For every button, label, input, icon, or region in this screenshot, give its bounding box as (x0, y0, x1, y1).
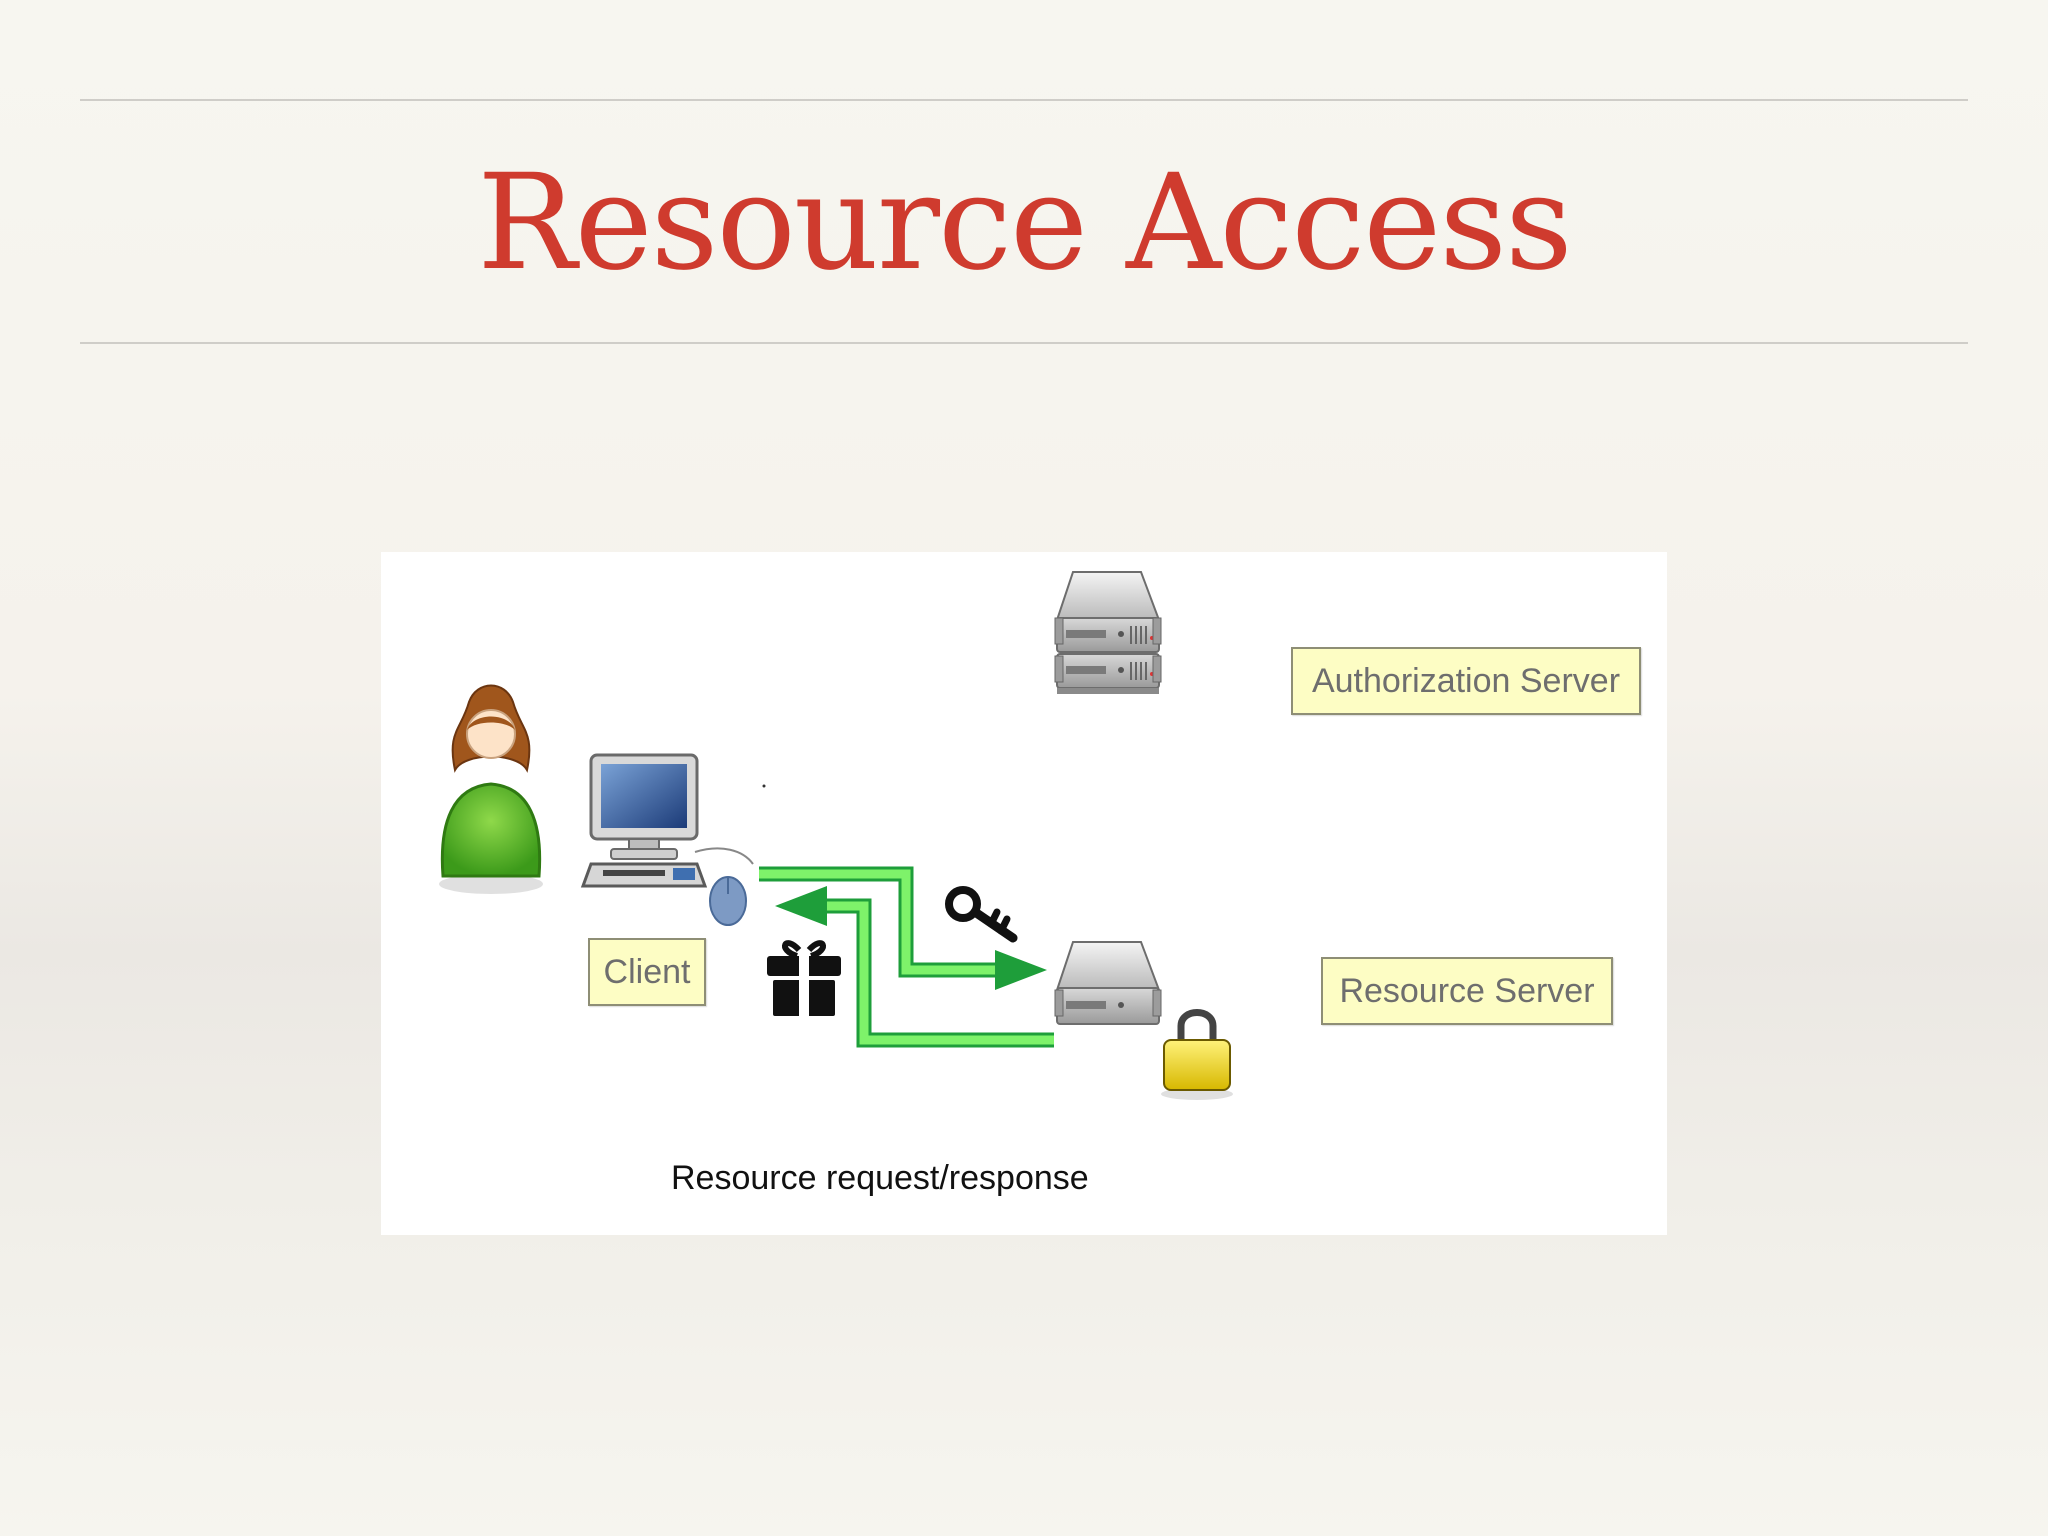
bottom-divider (80, 342, 1968, 344)
slide-title: Resource Access (477, 146, 1573, 300)
computer-icon (580, 753, 708, 888)
server-icon (1054, 571, 1162, 694)
lock-icon (1161, 1009, 1233, 1100)
client-label: Client (588, 938, 706, 1006)
top-divider (80, 99, 1968, 101)
dot-mark (762, 784, 766, 788)
diagram-caption: Resource request/response (671, 1159, 1089, 1197)
diagram-canvas (439, 571, 1233, 1100)
user-icon (439, 684, 543, 894)
request-arrow (759, 866, 1047, 990)
server-icon (1054, 941, 1162, 1025)
key-icon (945, 886, 1018, 943)
mouse-icon (694, 847, 754, 926)
diagram-panel: Authorization Server Resource Server Cli… (381, 552, 1667, 1235)
resource-server-label: Resource Server (1321, 957, 1613, 1025)
authorization-server-label: Authorization Server (1291, 647, 1641, 715)
gift-icon (767, 940, 841, 1016)
response-arrow (775, 886, 1054, 1048)
